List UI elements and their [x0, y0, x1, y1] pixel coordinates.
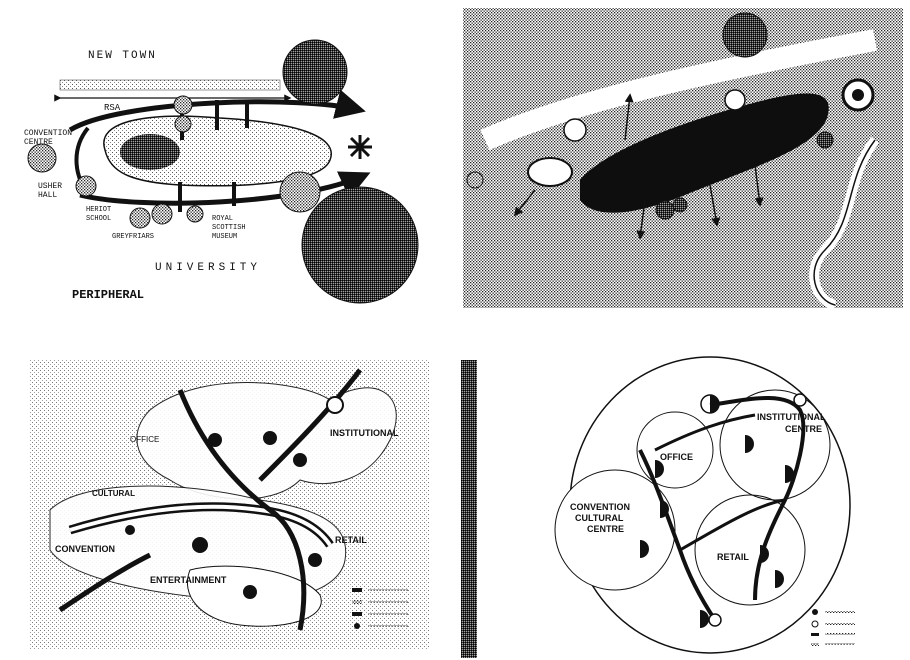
- label-convention-centre-1: CONVENTION: [24, 129, 72, 138]
- new-town-band: [60, 80, 280, 90]
- node-rsa-1: [174, 96, 192, 114]
- label-usher-hall-1: USHER: [38, 182, 62, 191]
- label-entertainment: ENTERTAINMENT: [150, 575, 227, 585]
- node-north-large: [283, 40, 347, 104]
- label-rsm-2: SCOTTISH: [212, 224, 246, 232]
- label-institutional: INSTITUTIONAL: [330, 428, 399, 438]
- panel-peripheral-diagram: NEW TOWN RSA CONVENTION CENTRE USHER HAL…: [0, 0, 455, 330]
- node-3: [327, 397, 343, 413]
- label-convention-cultural-centre-3: CENTRE: [587, 524, 624, 534]
- office-circle: [637, 412, 713, 488]
- node-1: [208, 433, 222, 447]
- node-east-small: [817, 132, 833, 148]
- left-edge-strip: [461, 360, 477, 658]
- node-convention-centre: [28, 144, 56, 172]
- centres-diagram-svg: INSTITUTIONAL CENTRE OFFICE CONVENTION C…: [455, 330, 910, 660]
- node-museum: [280, 172, 320, 212]
- label-rsm-1: ROYAL: [212, 215, 233, 223]
- label-rsm-3: MUSEUM: [212, 233, 237, 241]
- node-heriot-school: [130, 208, 150, 228]
- node-2: [263, 431, 277, 445]
- node-8: [125, 525, 135, 535]
- castle-core: [120, 134, 180, 170]
- panel-spine-diagram: [455, 0, 910, 330]
- label-heriot-school-2: SCHOOL: [86, 215, 111, 223]
- node-east-core: [852, 89, 864, 101]
- peripheral-diagram-svg: NEW TOWN RSA CONVENTION CENTRE USHER HAL…: [0, 0, 455, 330]
- route-north: [655, 415, 755, 450]
- node-5: [192, 537, 208, 553]
- label-convention-cultural-centre-1: CONVENTION: [570, 502, 630, 512]
- label-office: OFFICE: [130, 435, 159, 444]
- label-university: UNIVERSITY: [155, 262, 261, 274]
- label-cultural: CULTURAL: [92, 489, 135, 498]
- spine-diagram-svg: [455, 0, 910, 330]
- label-institutional-centre-1: INSTITUTIONAL: [757, 412, 826, 422]
- node-south-2: [673, 198, 687, 212]
- node-far-west: [467, 172, 483, 188]
- district-diagram-svg: INSTITUTIONAL OFFICE CULTURAL CONVENTION…: [0, 330, 455, 660]
- legend: [811, 609, 855, 646]
- node-west-ring: [564, 119, 586, 141]
- route-cross: [680, 500, 785, 550]
- label-greyfriars: GREYFRIARS: [112, 233, 154, 241]
- institutional-circle: [720, 390, 830, 500]
- node-7: [243, 585, 257, 599]
- label-convention-cultural-centre-2: CULTURAL: [575, 513, 624, 523]
- connector-2: [215, 100, 219, 130]
- node-4: [293, 453, 307, 467]
- connector-4: [178, 182, 182, 212]
- node-6: [308, 553, 322, 567]
- west-loop: [528, 158, 572, 186]
- asterisk-icon: [348, 135, 372, 159]
- node-usher-hall: [76, 176, 96, 196]
- node-greyfriars: [152, 204, 172, 224]
- connector-5: [232, 182, 236, 206]
- label-retail: RETAIL: [335, 535, 367, 545]
- label-heriot-school-1: HERIOT: [86, 206, 111, 214]
- label-institutional-centre-2: CENTRE: [785, 424, 822, 434]
- label-convention: CONVENTION: [55, 544, 115, 554]
- node-north: [723, 13, 767, 57]
- node-university-large: [302, 187, 418, 303]
- label-peripheral: PERIPHERAL: [72, 288, 144, 302]
- node-south-1: [656, 201, 674, 219]
- label-retail: RETAIL: [717, 552, 749, 562]
- node-rsa-2: [175, 116, 191, 132]
- panel-centres-diagram: INSTITUTIONAL CENTRE OFFICE CONVENTION C…: [455, 330, 910, 660]
- node-small-south: [187, 206, 203, 222]
- panel-district-diagram: INSTITUTIONAL OFFICE CULTURAL CONVENTION…: [0, 330, 455, 660]
- label-office: OFFICE: [660, 452, 693, 462]
- label-new-town: NEW TOWN: [88, 50, 157, 62]
- connector-3: [245, 100, 249, 128]
- node-center-ring: [725, 90, 745, 110]
- label-usher-hall-2: HALL: [38, 191, 57, 200]
